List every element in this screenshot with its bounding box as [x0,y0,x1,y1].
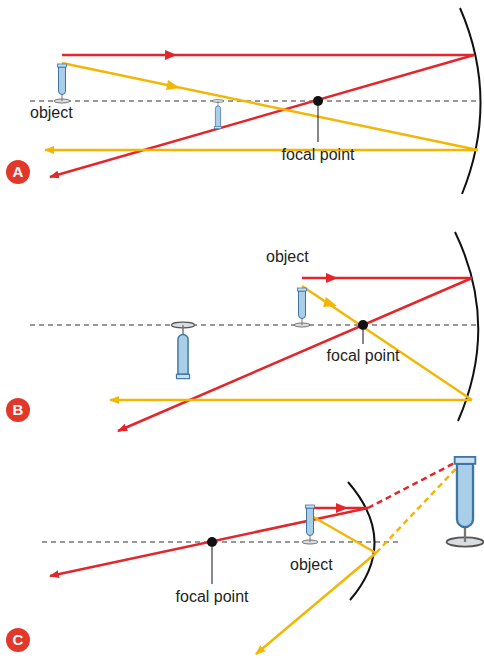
ray-label: object [30,104,73,122]
badge-letter: B [13,402,24,418]
ray-label: focal point [282,146,355,164]
ray-label: object [290,556,333,574]
panel-badge: C [6,628,30,652]
ray-label: focal point [176,588,249,606]
ray-label: object [266,248,309,266]
panel-a [30,8,481,194]
panel-b [30,232,478,431]
badge-letter: A [13,164,24,180]
panel-badge: A [6,160,30,184]
ray-label: focal point [327,347,400,365]
panel-badge: B [6,398,30,422]
badge-letter: C [13,632,24,648]
panel-c [42,457,483,654]
